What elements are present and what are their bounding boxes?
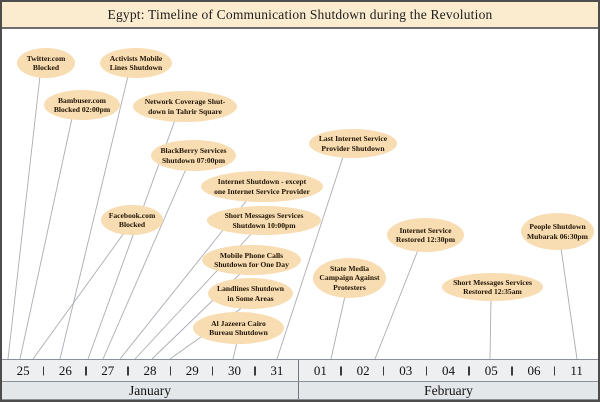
january-dates: 25 26 27 28 29 30 31 [2, 360, 298, 381]
leader-line [330, 295, 346, 360]
leader-line [560, 247, 578, 360]
timeline-axis: 25 26 27 28 29 30 31 01 02 03 04 05 06 1… [2, 359, 598, 400]
leader-line [232, 341, 238, 360]
event-bubble-aljazeera-shutdown: Al Jazeera Cairo Bureau Shutdown [193, 312, 284, 344]
date-jan-30: 30 [213, 360, 255, 381]
title-bar: Egypt: Timeline of Communication Shutdow… [2, 2, 598, 29]
leader-line [32, 232, 125, 360]
event-bubble-internet-restored: Internet Service Restored 12:30pm [387, 218, 464, 252]
leader-line [7, 75, 41, 360]
leader-line [276, 156, 344, 360]
event-bubble-people-shutdown-mubarak: People Shutdown Mubarak 06:30pm [521, 213, 594, 250]
event-bubble-bambuser-blocked: Bambuser.com Blocked 02:00pm [44, 90, 120, 120]
date-feb-04: 04 [427, 360, 470, 381]
event-bubble-mobile-calls-shutdown: Mobile Phone Calls Shutdown for One Day [202, 245, 301, 275]
date-jan-27: 27 [87, 360, 129, 381]
event-bubble-last-isp-shutdown: Last Internet Service Provider Shutdown [309, 129, 397, 158]
date-jan-31: 31 [270, 362, 284, 378]
page-title: Egypt: Timeline of Communication Shutdow… [107, 6, 493, 22]
month-label-january: January [129, 382, 171, 398]
leader-line [102, 168, 187, 360]
plot-area: Twitter.com Blocked Activists Mobile Lin… [2, 29, 598, 400]
dates-row: 25 26 27 28 29 30 31 01 02 03 04 05 06 1… [2, 359, 598, 382]
date-feb-01: 01 [299, 360, 342, 381]
leader-line [19, 117, 73, 360]
date-feb-06: 06 [513, 360, 556, 381]
event-bubble-twitter-blocked: Twitter.com Blocked [17, 48, 75, 78]
event-bubble-landlines-shutdown: Landlines Shutdown in Some Areas [208, 278, 293, 309]
leader-line [59, 75, 129, 360]
date-feb-05: 05 [470, 360, 513, 381]
date-jan-28: 28 [129, 360, 171, 381]
month-label-february: February [298, 382, 598, 399]
date-jan-29: 29 [171, 360, 213, 381]
months-row: January February [2, 382, 598, 400]
date-feb-11: 11 [570, 362, 583, 378]
event-bubble-network-coverage: Network Coverage Shut- down in Tahrir Sq… [133, 91, 237, 122]
event-bubble-blackberry-shutdown: BlackBerry Services Shutdown 07:00pm [151, 140, 236, 171]
event-bubble-sms-shutdown: Short Messages Services Shutdown 10:00pm [207, 206, 321, 235]
leader-line [489, 299, 492, 360]
february-dates: 01 02 03 04 05 06 11 [298, 360, 598, 381]
event-bubble-state-media-campaign: State Media Campaign Against Protesters [313, 258, 386, 298]
date-jan-25: 25 [2, 360, 44, 381]
date-feb-03: 03 [384, 360, 427, 381]
event-bubble-internet-shutdown: Internet Shutdown - except one Internet … [201, 171, 323, 202]
date-feb-02: 02 [342, 360, 385, 381]
event-bubble-sms-restored: Short Messages Services Restored 12:35am [442, 273, 543, 301]
date-jan-26: 26 [44, 360, 86, 381]
event-bubble-facebook-blocked: Facebook.com Blocked [101, 205, 163, 235]
leader-line [374, 249, 419, 360]
event-bubble-activists-mobile: Activists Mobile Lines Shutdown [100, 48, 172, 78]
